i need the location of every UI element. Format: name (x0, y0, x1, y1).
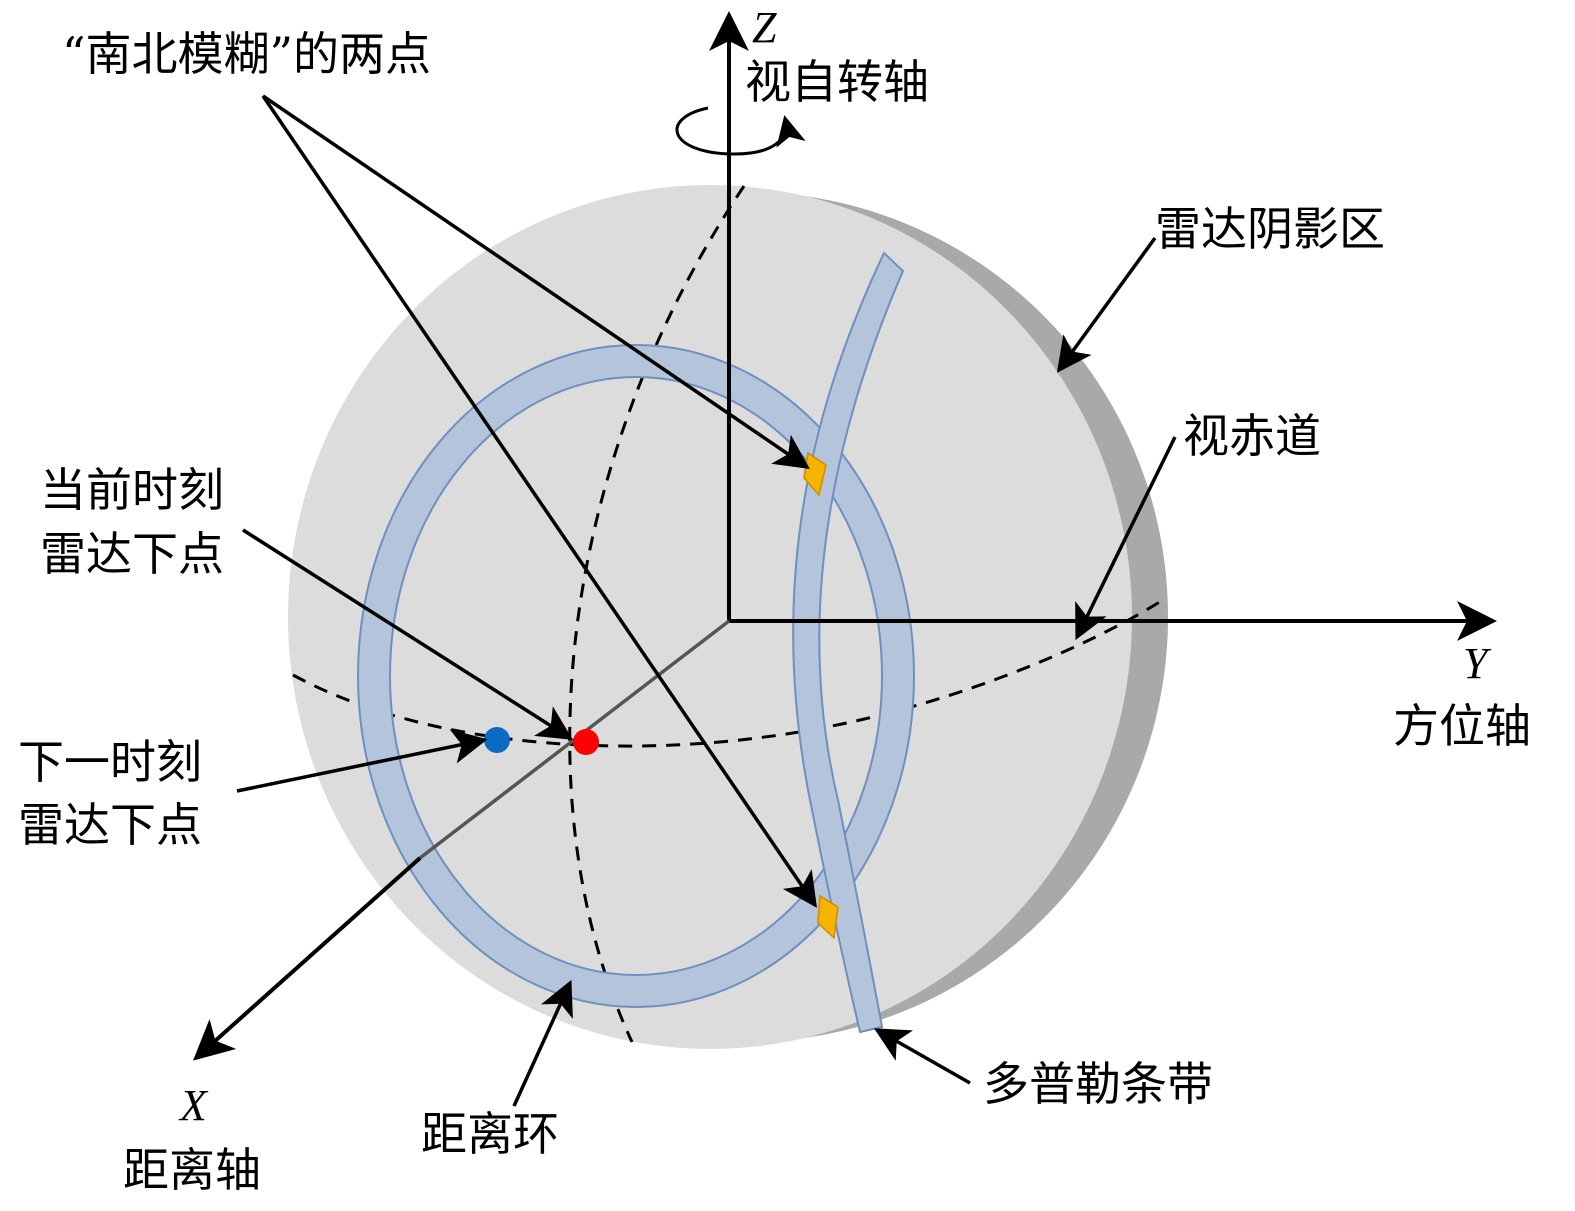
pointer-ambiguity-upper (262, 94, 810, 469)
meridian-dashed (568, 185, 746, 1043)
next-nadir-point (484, 727, 510, 753)
ambiguity-points-label: “南北模糊”的两点 (62, 27, 431, 81)
y-axis-letter: Y (1463, 639, 1492, 688)
pointer-current-nadir (242, 528, 573, 740)
range-ring-outline-outer (357, 344, 915, 1008)
view-equator-label: 视赤道 (1183, 409, 1321, 463)
range-ring-outline-inner (389, 376, 883, 976)
x-axis-name: 距离轴 (123, 1143, 261, 1197)
x-axis-letter: X (178, 1081, 209, 1130)
doppler-strip (792, 251, 905, 1034)
doppler-strip-label: 多普勒条带 (983, 1057, 1213, 1111)
z-axis-letter: Z (752, 3, 777, 52)
current-nadir-point (573, 729, 599, 755)
pointer-radar-shadow (1056, 236, 1157, 373)
pointer-range-ring (512, 979, 573, 1107)
pointer-next-nadir (236, 729, 488, 793)
sphere (288, 185, 1132, 1049)
pointer-view-equator (1075, 436, 1177, 641)
view-equator-dashed (292, 596, 1167, 748)
current-nadir-label-line2: 雷达下点 (40, 527, 224, 581)
radar-shadow-label: 雷达阴影区 (1155, 202, 1385, 256)
ambiguity-patch-lower (817, 894, 839, 940)
z-axis-name: 视自转轴 (745, 55, 929, 109)
range-ring-label: 距离环 (421, 1107, 559, 1161)
x-axis (193, 856, 422, 1061)
range-ring (358, 345, 914, 1007)
y-axis-name: 方位轴 (1393, 699, 1531, 753)
next-nadir-label-line2: 雷达下点 (18, 798, 202, 852)
next-nadir-label-line1: 下一时刻 (18, 735, 202, 789)
rotation-arrow-icon (675, 106, 806, 156)
pointer-ambiguity-lower (261, 95, 817, 908)
current-nadir-label-line1: 当前时刻 (40, 463, 224, 517)
pointer-doppler-strip (873, 1028, 971, 1085)
